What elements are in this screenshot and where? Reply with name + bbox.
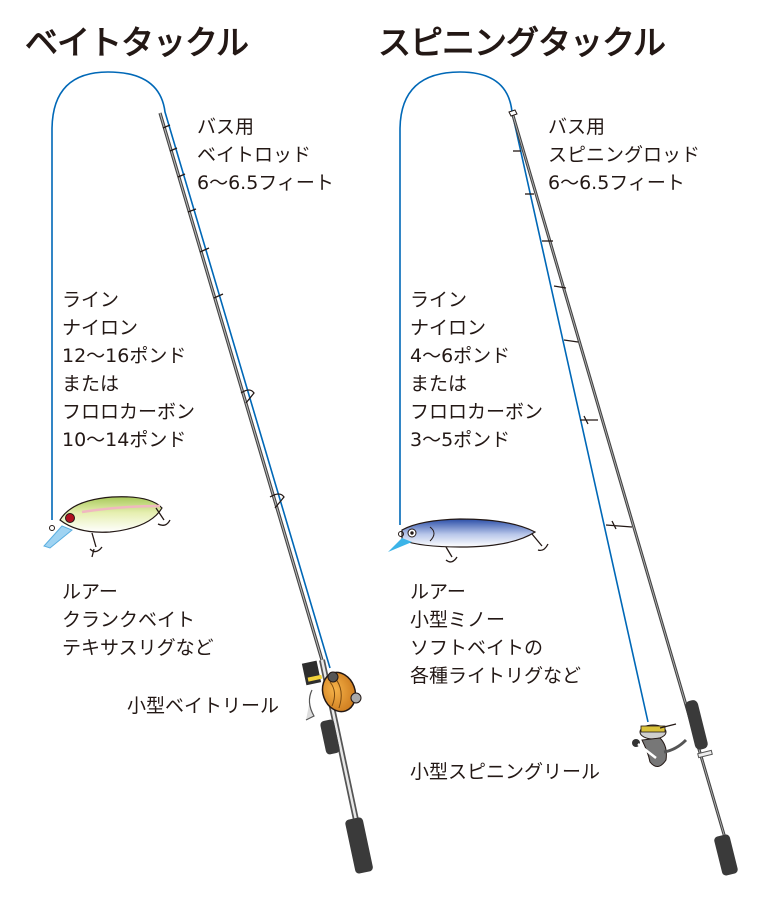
spinning-lure-label: ルアー 小型ミノー ソフトベイトの 各種ライトリグなど <box>410 578 581 690</box>
bait-reel <box>301 660 373 874</box>
rod-label-line: バス用 <box>548 116 606 138</box>
lure-label-line: ルアー <box>410 581 466 603</box>
line-label-line: フロロカーボン <box>410 401 544 423</box>
line-label-line: または <box>62 373 120 395</box>
rod-label-line: バス用 <box>197 116 255 138</box>
spinning-tackle-title: スピニングタックル <box>378 23 666 62</box>
spinning-line-label: ライン ナイロン 4〜6ポンド または フロロカーボン 3〜5ポンド <box>410 286 543 454</box>
minnow-lure <box>388 518 549 563</box>
bait-lure-label: ルアー クランクベイト テキサスリグなど <box>62 578 214 662</box>
bait-rod-label: バス用 ベイトロッド 6〜6.5フィート <box>197 113 334 197</box>
spinning-rod <box>508 109 738 876</box>
bait-reel-label: 小型ベイトリール <box>127 695 280 717</box>
lure-label-line: テキサスリグなど <box>62 637 214 659</box>
line-label-line: フロロカーボン <box>62 401 196 423</box>
lure-label-line: 各種ライトリグなど <box>410 665 582 687</box>
line-label-line: ライン <box>62 289 120 311</box>
line-label-line: ライン <box>410 289 468 311</box>
bait-tackle-title: ベイトタックル <box>25 23 249 62</box>
bait-line-label: ライン ナイロン 12〜16ポンド または フロロカーボン 10〜14ポンド <box>62 286 195 454</box>
line-label-line: ナイロン <box>62 317 139 339</box>
lure-label-line: ルアー <box>62 581 118 603</box>
line-label-line: 4〜6ポンド <box>410 345 511 367</box>
line-label-line: 3〜5ポンド <box>410 429 511 451</box>
line-label-line: 12〜16ポンド <box>62 345 187 367</box>
lure-label-line: クランクベイト <box>62 609 196 631</box>
lure-label-line: ソフトベイトの <box>410 637 544 659</box>
spinning-rod-label: バス用 スピニングロッド 6〜6.5フィート <box>548 113 700 197</box>
spinning-reel <box>632 723 688 767</box>
rod-label-line: スピニングロッド <box>548 144 701 166</box>
lure-label-line: 小型ミノー <box>410 609 506 631</box>
rod-label-line: 6〜6.5フィート <box>548 172 685 194</box>
line-label-line: または <box>410 373 468 395</box>
rod-label-line: 6〜6.5フィート <box>197 172 334 194</box>
spinning-reel-label: 小型スピニングリール <box>410 761 601 783</box>
line-label-line: 10〜14ポンド <box>62 429 187 451</box>
crankbait-lure <box>43 496 171 558</box>
rod-label-line: ベイトロッド <box>197 144 312 166</box>
line-label-line: ナイロン <box>410 317 487 339</box>
bait-line <box>51 71 331 669</box>
spinning-line <box>399 71 649 723</box>
